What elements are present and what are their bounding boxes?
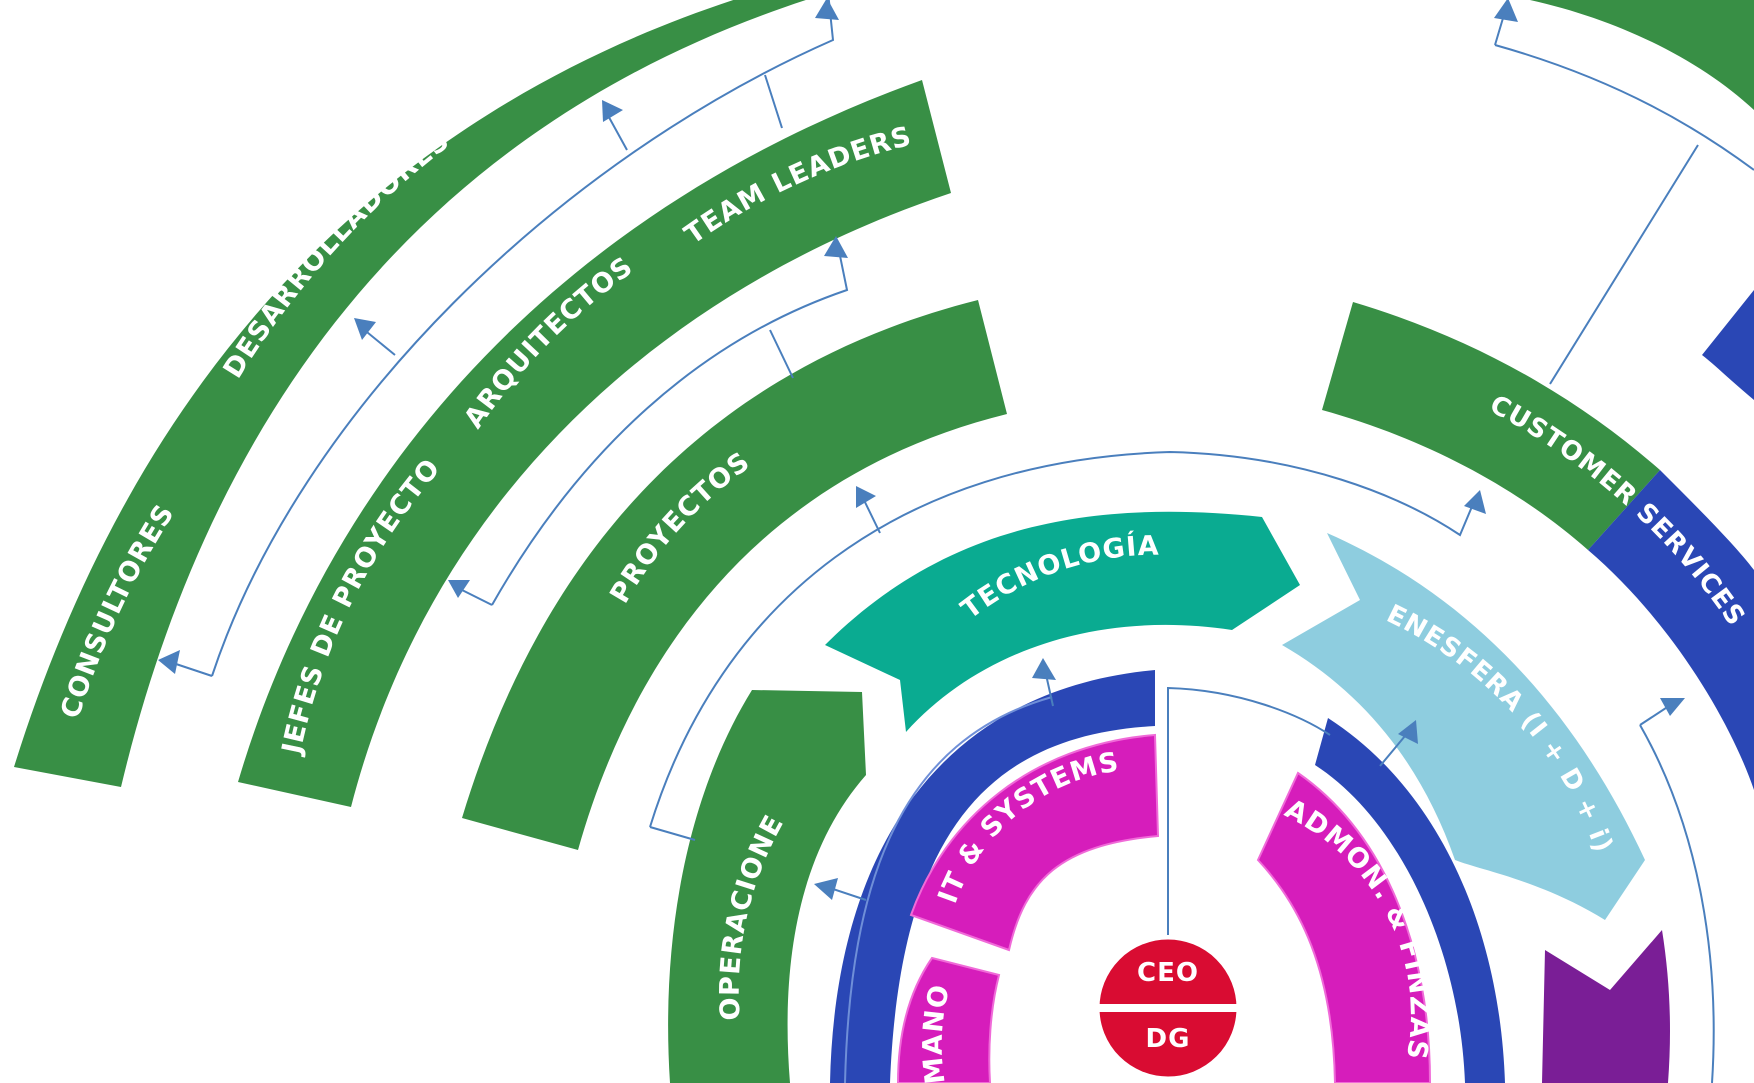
- arrowhead: [354, 318, 376, 340]
- arrowhead: [1660, 698, 1685, 716]
- enesfera-band: [1282, 533, 1645, 920]
- arrowhead: [158, 650, 180, 674]
- ceo-dg-node: CEO DG: [1096, 936, 1240, 1080]
- arrowhead: [824, 236, 848, 258]
- connector-jefes: [457, 245, 849, 606]
- jefes-de-proyecto-band: [238, 80, 951, 807]
- ceo-label: CEO: [1137, 958, 1199, 988]
- dg-label: DG: [1146, 1024, 1191, 1054]
- ceo-dg-divider: [1096, 1004, 1240, 1012]
- top-right-green-band: [1530, 0, 1754, 110]
- proyectos-band: [462, 300, 1007, 850]
- right-blue-fragment: [1702, 290, 1754, 400]
- arrowhead: [856, 486, 876, 508]
- left-blue-ring-inner-line: [844, 696, 1053, 1083]
- customer-services-band-blue: [1588, 470, 1754, 790]
- arrowhead: [1032, 658, 1056, 680]
- customer-services-band: [1322, 302, 1660, 550]
- operaciones-band: [668, 690, 866, 1083]
- right-blue-ring: [1315, 718, 1505, 1083]
- connector-operaciones: [649, 826, 867, 901]
- arrowhead: [815, 0, 839, 20]
- desarrolladores-label: DESARROLLADORES: [218, 125, 456, 384]
- arrowhead: [1398, 720, 1418, 744]
- consultores-band: [14, 0, 806, 787]
- rrhh-band-fragment: [896, 956, 1001, 1083]
- connector-team-leaders: [769, 329, 794, 379]
- connector-ceo: [1167, 686, 1331, 935]
- arrowhead: [448, 580, 470, 598]
- arrowhead: [814, 878, 838, 900]
- arrowhead: [1464, 490, 1486, 514]
- it-systems-band: [909, 733, 1160, 952]
- left-blue-ring: [830, 670, 1155, 1083]
- tecnologia-band: [825, 511, 1300, 732]
- arrowhead: [1494, 0, 1518, 22]
- purple-band-fragment: [1542, 930, 1670, 1083]
- arrowhead: [602, 100, 623, 122]
